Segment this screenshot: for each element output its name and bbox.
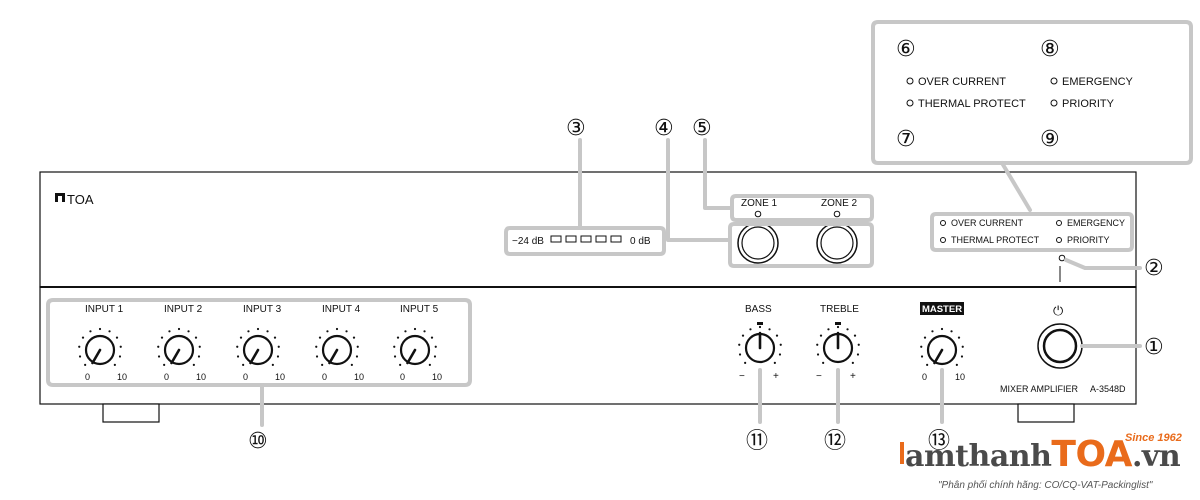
legend-over-current: OVER CURRENT — [918, 76, 1006, 88]
indicator-legend: OVER CURRENT THERMAL PROTECT EMERGENCY P… — [906, 76, 1134, 110]
legend-priority: PRIORITY — [1062, 98, 1115, 110]
zone2-label: ZONE 2 — [821, 198, 858, 209]
watermark-part3: .vn — [1131, 439, 1181, 474]
callout-7: ⑦ — [896, 127, 916, 152]
master-knob[interactable] — [920, 327, 964, 366]
watermark-tagline: "Phân phối chính hãng: CO/CQ-VAT-Packing… — [938, 480, 1153, 491]
input2-max: 10 — [196, 372, 206, 382]
input4-label: INPUT 4 — [322, 304, 361, 315]
input5-label: INPUT 5 — [400, 304, 439, 315]
panel-indicators: OVER CURRENT THERMAL PROTECT EMERGENCY P… — [940, 218, 1125, 245]
callout-5: ⑤ — [692, 116, 712, 141]
panel-priority: PRIORITY — [1067, 235, 1110, 245]
input4-max: 10 — [354, 372, 364, 382]
input1-min: 0 — [85, 372, 90, 382]
left-foot — [102, 403, 160, 423]
master-label: MASTER — [922, 304, 962, 315]
input4-min: 0 — [322, 372, 327, 382]
input3-max: 10 — [275, 372, 285, 382]
watermark-bar — [900, 442, 904, 464]
input2-label: INPUT 2 — [164, 304, 203, 315]
zone1-label: ZONE 1 — [741, 198, 778, 209]
watermark-since: Since 1962 — [1125, 432, 1182, 444]
master-min: 0 — [922, 372, 927, 382]
brand-text: TOA — [67, 192, 94, 207]
bass-label: BASS — [745, 304, 772, 315]
callout-10: ⑩ — [248, 429, 268, 454]
callout-9: ⑨ — [1040, 127, 1060, 152]
callout-13: ⑬ — [928, 429, 950, 454]
model-number: A-3548D — [1090, 384, 1126, 394]
input5-knob[interactable] — [393, 327, 437, 366]
master-badge — [920, 302, 964, 315]
bass-max: + — [773, 371, 779, 382]
zone2-button[interactable] — [816, 222, 858, 264]
legend-emergency: EMERGENCY — [1062, 76, 1134, 88]
treble-min: − — [816, 371, 822, 382]
panel-thermal-protect: THERMAL PROTECT — [951, 235, 1040, 245]
panel-emergency: EMERGENCY — [1067, 218, 1125, 228]
callout-8: ⑧ — [1040, 37, 1060, 62]
watermark-part2: TOA — [1051, 434, 1132, 475]
callout-11: ⑪ — [746, 429, 768, 454]
power-led — [1058, 254, 1066, 262]
power-symbol-icon: ⏻ — [1053, 303, 1063, 318]
input1-knob[interactable] — [78, 327, 122, 366]
input1-max: 10 — [117, 372, 127, 382]
input5-min: 0 — [400, 372, 405, 382]
callout-6: ⑥ — [896, 37, 916, 62]
power-button[interactable] — [1037, 323, 1083, 369]
input3-knob[interactable] — [236, 327, 280, 366]
right-foot — [1017, 403, 1075, 423]
meter-high-label: 0 dB — [630, 236, 651, 247]
input5-max: 10 — [432, 372, 442, 382]
meter-low-label: −24 dB — [512, 236, 544, 247]
input2-knob[interactable] — [157, 327, 201, 366]
input2-min: 0 — [164, 372, 169, 382]
callout-4: ④ — [654, 116, 674, 141]
callout-2: ② — [1144, 256, 1164, 281]
input4-knob[interactable] — [315, 327, 359, 366]
level-meter: −24 dB 0 dB — [512, 235, 651, 247]
treble-label: TREBLE — [820, 304, 859, 315]
bass-knob[interactable] — [738, 322, 782, 364]
zone1-led — [754, 210, 762, 218]
model-label: MIXER AMPLIFIER — [1000, 384, 1079, 394]
callout-3: ③ — [566, 116, 586, 141]
bass-min: − — [739, 371, 745, 382]
callout-outlines — [46, 20, 1193, 427]
toa-logo: TOA — [55, 192, 94, 207]
panel-over-current: OVER CURRENT — [951, 218, 1024, 228]
input3-label: INPUT 3 — [243, 304, 282, 315]
callout-12: ⑫ — [824, 429, 846, 454]
watermark-title: amthanhTOA.vn — [905, 434, 1181, 475]
master-max: 10 — [955, 372, 965, 382]
zone2-led — [833, 210, 841, 218]
legend-thermal-protect: THERMAL PROTECT — [918, 98, 1026, 110]
callout-1: ① — [1144, 335, 1164, 360]
treble-max: + — [850, 371, 856, 382]
input3-min: 0 — [243, 372, 248, 382]
input1-label: INPUT 1 — [85, 304, 124, 315]
watermark-part1: amthanh — [905, 439, 1052, 474]
watermark-logo: amthanhTOA.vn Since 1962 "Phân phối chín… — [900, 430, 1200, 500]
zone1-button[interactable] — [737, 222, 779, 264]
treble-knob[interactable] — [816, 322, 860, 364]
